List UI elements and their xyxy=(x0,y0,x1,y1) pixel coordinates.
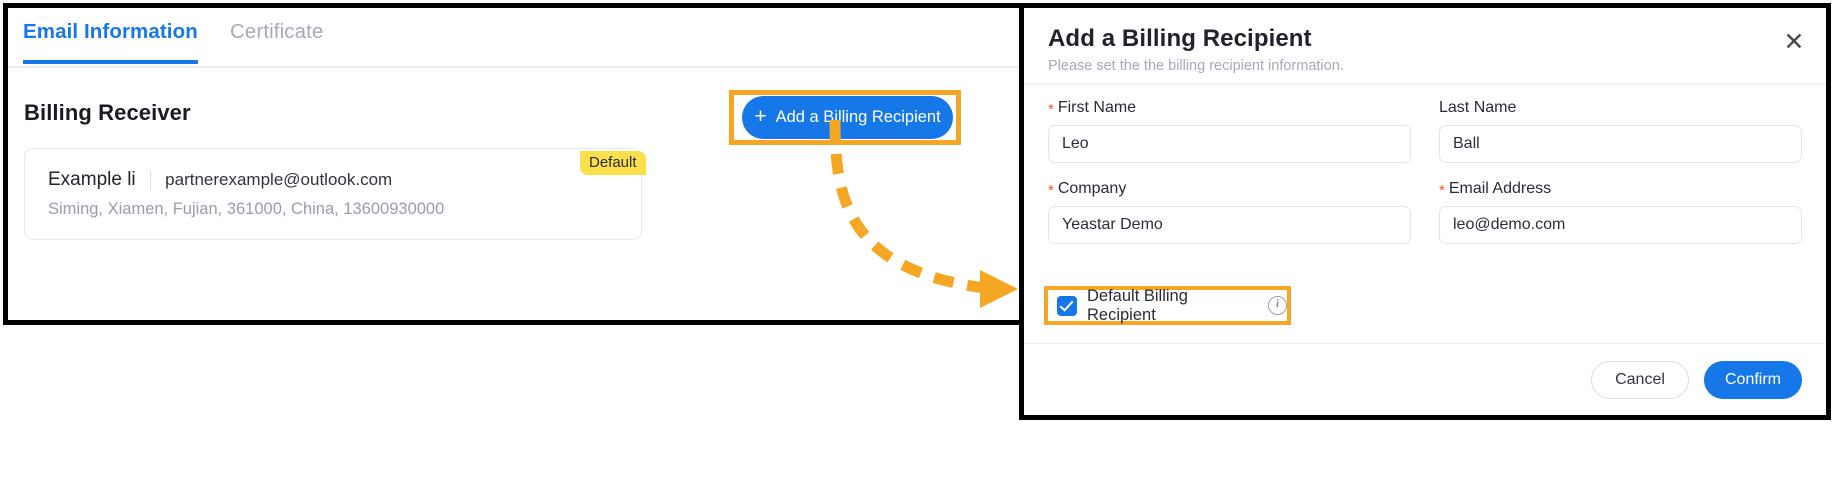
email-address-input[interactable] xyxy=(1439,206,1802,244)
receiver-email: partnerexample@outlook.com xyxy=(165,170,393,189)
tab-certificate[interactable]: Certificate xyxy=(230,20,324,43)
add-billing-recipient-label: Add a Billing Recipient xyxy=(775,108,941,126)
last-name-label: Last Name xyxy=(1439,99,1802,117)
required-asterisk-icon: * xyxy=(1048,182,1054,199)
dialog-footer: Cancel Confirm xyxy=(1024,343,1826,415)
dialog-header: Add a Billing Recipient Please set the t… xyxy=(1024,8,1826,83)
last-name-input[interactable] xyxy=(1439,125,1802,163)
confirm-button[interactable]: Confirm xyxy=(1704,360,1802,399)
dialog-body: *First Name Last Name *Company xyxy=(1024,83,1826,343)
last-name-label-text: Last Name xyxy=(1439,99,1517,116)
field-first-name: *First Name xyxy=(1048,99,1411,163)
field-email-address: *Email Address xyxy=(1439,180,1802,244)
company-input[interactable] xyxy=(1048,206,1411,244)
required-asterisk-icon: * xyxy=(1439,182,1445,199)
close-icon[interactable]: ✕ xyxy=(1783,28,1805,56)
recipient-form: *First Name Last Name *Company xyxy=(1048,99,1802,261)
cancel-button[interactable]: Cancel xyxy=(1591,360,1689,399)
billing-receiver-card[interactable] xyxy=(24,148,642,240)
dialog-title: Add a Billing Recipient xyxy=(1048,25,1312,52)
first-name-label-text: First Name xyxy=(1057,99,1137,116)
receiver-address: Siming, Xiamen, Fujian, 361000, China, 1… xyxy=(48,200,445,218)
receiver-name: Example li xyxy=(48,169,136,190)
form-row-names: *First Name Last Name xyxy=(1048,99,1802,163)
email-address-label-text: Email Address xyxy=(1448,180,1552,197)
field-last-name: Last Name xyxy=(1439,99,1802,163)
add-billing-recipient-dialog: Add a Billing Recipient Please set the t… xyxy=(1019,3,1831,420)
tab-bar: Email Information Certificate xyxy=(8,8,1110,68)
default-billing-recipient-checkbox[interactable] xyxy=(1057,295,1077,316)
company-label: *Company xyxy=(1048,180,1411,199)
vertical-divider xyxy=(149,170,152,190)
default-billing-recipient-label: Default Billing Recipient xyxy=(1087,286,1188,324)
email-address-label: *Email Address xyxy=(1439,180,1802,199)
dialog-subtitle: Please set the the billing recipient inf… xyxy=(1048,58,1344,74)
field-company: *Company xyxy=(1048,180,1411,244)
form-row-company-email: *Company *Email Address xyxy=(1048,180,1802,244)
info-icon[interactable]: i xyxy=(1268,296,1287,315)
company-label-text: Company xyxy=(1057,180,1127,197)
default-recipient-highlight-box: Default Billing Recipient i xyxy=(1044,286,1291,325)
add-billing-recipient-button[interactable]: + Add a Billing Recipient xyxy=(742,96,953,139)
plus-icon: + xyxy=(754,105,767,128)
section-title-billing-receiver: Billing Receiver xyxy=(24,100,191,125)
first-name-input[interactable] xyxy=(1048,125,1411,163)
email-information-panel: Email Information Certificate Billing Re… xyxy=(3,3,1115,325)
default-badge: Default xyxy=(580,151,646,176)
receiver-identity-row: Example li partnerexample@outlook.com xyxy=(48,169,392,191)
first-name-label: *First Name xyxy=(1048,99,1411,118)
tab-email-information[interactable]: Email Information xyxy=(23,20,198,64)
required-asterisk-icon: * xyxy=(1048,101,1054,118)
